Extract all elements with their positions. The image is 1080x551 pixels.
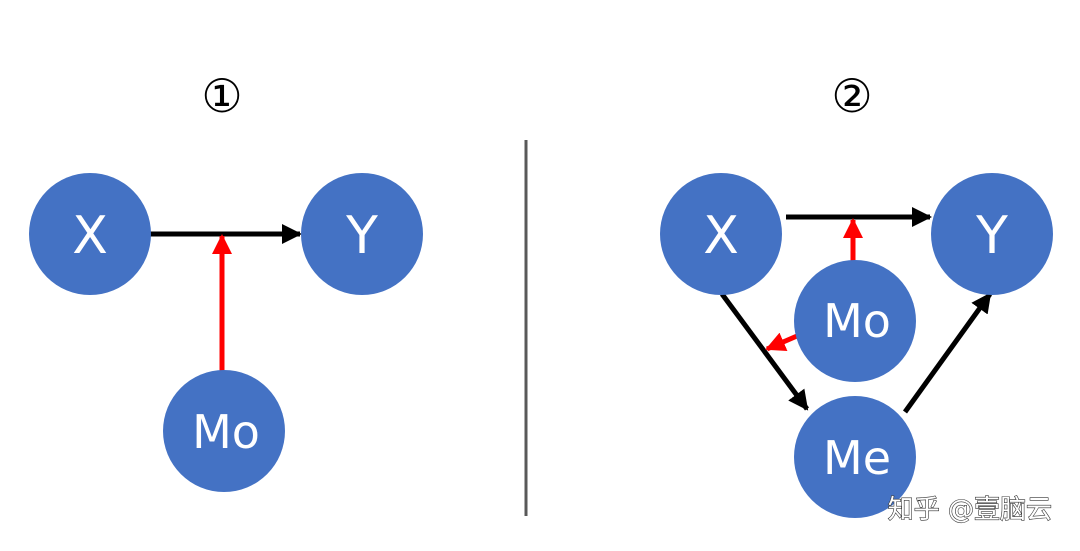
panel-2: ② X Y Mo Me	[660, 69, 1053, 518]
panel-1-label: ①	[201, 69, 242, 123]
panel-2-arrow-me-to-y	[902, 292, 993, 414]
panel-2-node-x-label: X	[703, 206, 739, 266]
panel-2-node-mo-label: Mo	[823, 294, 891, 348]
panel-1-node-mo: Mo	[163, 370, 285, 492]
panel-2-label: ②	[831, 69, 872, 123]
panel-2-arrow-x-to-me	[719, 292, 810, 411]
panel-1-node-y-label: Y	[345, 206, 378, 266]
panel-2-node-y-label: Y	[975, 206, 1008, 266]
panel-2-arrow-mo-to-xme-path	[765, 332, 798, 352]
panel-2-node-me: Me	[794, 396, 916, 518]
watermark-text: 知乎 @壹脑云	[888, 495, 1052, 525]
panel-1-node-x: X	[29, 173, 151, 295]
panel-1-node-y: Y	[301, 173, 423, 295]
panel-2-node-x: X	[660, 173, 782, 295]
panel-2-node-y: Y	[931, 173, 1053, 295]
panel-2-node-mo: Mo	[794, 260, 916, 382]
panel-1: ① X Y Mo	[29, 69, 423, 492]
panel-1-node-x-label: X	[72, 206, 108, 266]
panel-1-node-mo-label: Mo	[192, 405, 260, 459]
panel-2-node-me-label: Me	[823, 431, 891, 485]
